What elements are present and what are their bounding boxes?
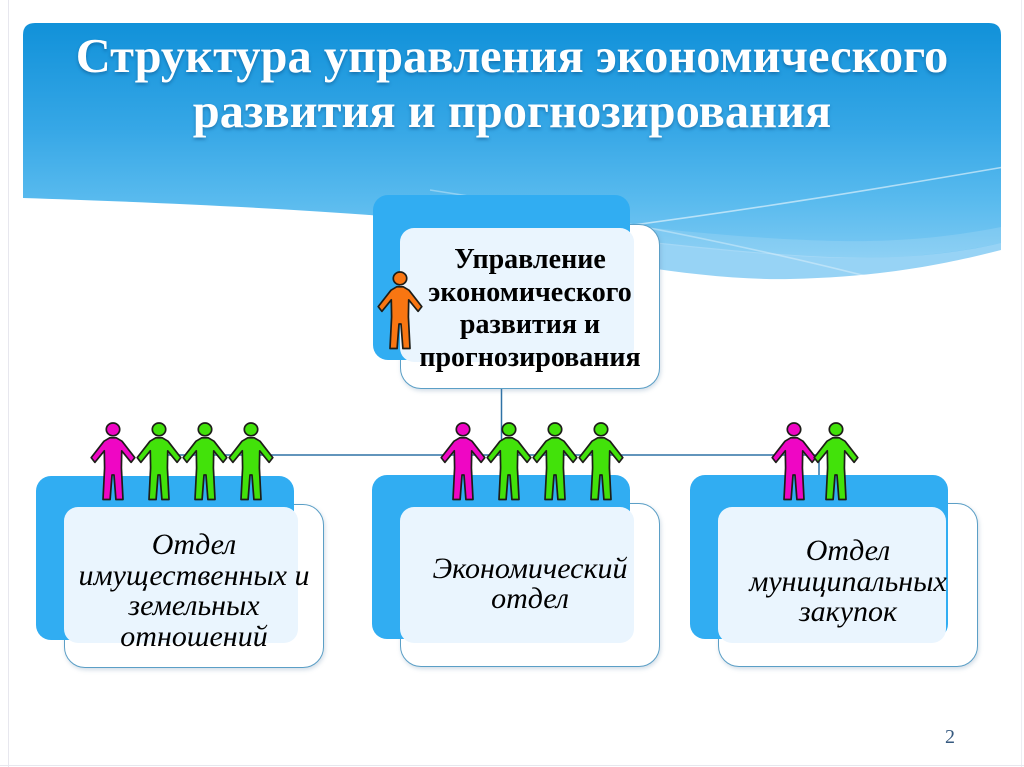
node-text-line: Отдел	[151, 528, 237, 561]
node-text-line: экономического	[428, 276, 632, 308]
node-text-line: закупок	[798, 595, 898, 629]
person-icon-magenta	[90, 422, 136, 501]
node-text-line: земельных	[128, 589, 260, 622]
org-node-dept-3-pale-panel	[718, 507, 946, 643]
org-node-dept-1-pale-panel	[64, 507, 298, 643]
org-node-dept-2-pale-panel	[400, 507, 634, 643]
person-icon-magenta	[440, 422, 486, 501]
node-text-line: имущественных и	[78, 558, 310, 592]
person-icon-green	[136, 422, 182, 501]
node-text-line: прогнозирования	[419, 341, 641, 373]
node-text-line: отношений	[120, 619, 268, 653]
person-icon-green	[182, 422, 228, 501]
person-icon-orange	[377, 271, 423, 350]
wave-ribbon-highlight	[500, 210, 1001, 259]
node-text-line: отдел	[491, 582, 569, 615]
person-icon-green	[532, 422, 578, 501]
person-icon-green	[228, 422, 274, 501]
person-icon-green	[813, 422, 859, 501]
node-text-line: Управление	[454, 244, 606, 275]
node-text-line: Экономический	[432, 551, 628, 585]
person-icon-green	[486, 422, 532, 501]
slide-title-line: Структура управления экономического	[75, 30, 949, 83]
page-number: 2	[945, 726, 955, 748]
person-icon-green	[578, 422, 624, 501]
node-text-line: развития и	[459, 309, 601, 340]
node-text-line: Отдел	[805, 534, 891, 568]
org-node-root-pale-panel	[400, 228, 634, 362]
node-text-line: муниципальных	[749, 564, 947, 598]
header-wave-shape	[23, 23, 1001, 258]
slide-title-line: развития и прогнозирования	[192, 85, 832, 138]
slide-title: Структура управления экономического разв…	[23, 29, 1001, 139]
person-icon-magenta	[771, 422, 817, 501]
